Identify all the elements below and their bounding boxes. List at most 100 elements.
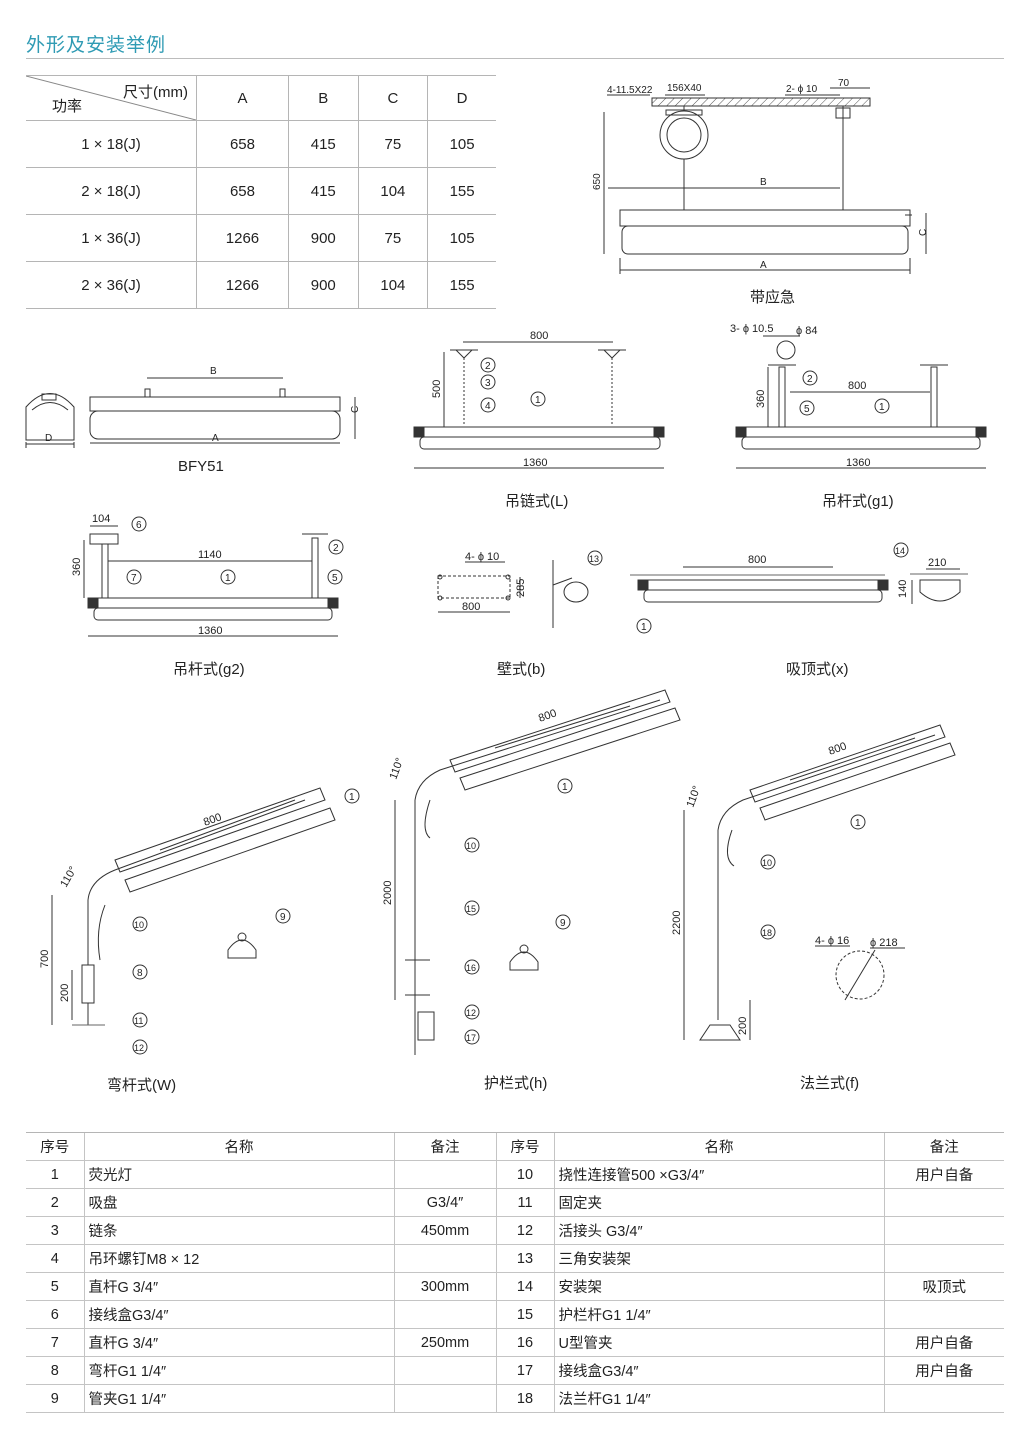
part-name: 直杆G 3/4″ [83,1272,394,1301]
dim-label: ϕ 84 [796,325,817,337]
value-cell: 415 [287,120,359,168]
table-row: 1 × 36(J) 1266 900 75 105 [26,214,496,262]
part-no: 15 [495,1300,554,1329]
dim-label: 3- ϕ 10.5 [730,323,773,335]
dim-label: 140 [897,580,909,598]
part-name: 吸盘 [83,1188,394,1217]
part-no: 6 [26,1300,84,1329]
balloon-17: 17 [466,1033,476,1043]
balloon-1: 1 [225,573,231,584]
rod-g1-drawing: 3- ϕ 10.5 ϕ 84 800 360 1360 2 5 1 [730,323,987,469]
part-note: 用户自备 [883,1356,1004,1385]
balloon-1: 1 [879,402,885,413]
caption-chain: 吊链式(L) [505,493,569,510]
part-note [883,1244,1004,1273]
power-cell: 1 × 18(J) [26,120,197,168]
caption-rod-g1: 吊杆式(g1) [822,493,894,510]
part-note [883,1384,1004,1413]
balloon-18: 18 [762,928,772,938]
table-row: 2 × 18(J) 658 415 104 155 [26,167,496,215]
dim-label: C [350,406,361,413]
dim-label: A [212,433,219,444]
caption-flange: 法兰式(f) [800,1075,860,1092]
power-cell: 1 × 36(J) [26,214,197,262]
value-cell: 415 [287,167,359,215]
balloon-6: 6 [136,520,142,531]
part-no: 10 [495,1160,554,1189]
dim-label: 110° [58,865,79,890]
part-name: 安装架 [553,1272,884,1301]
balloon-13: 13 [589,554,599,564]
balloon-1: 1 [535,395,541,406]
header-power: 功率 [52,98,83,115]
header-no: 序号 [26,1132,84,1161]
part-no: 13 [495,1244,554,1273]
part-note: 吸顶式 [883,1272,1004,1301]
balloon-16: 16 [466,963,476,973]
part-note: 300mm [393,1272,496,1301]
part-no: 2 [26,1188,84,1217]
balloon-10: 10 [762,858,772,868]
balloon-10: 10 [134,920,144,930]
balloon-12: 12 [466,1008,476,1018]
dim-label: 2200 [671,911,683,935]
part-name: 接线盒G3/4″ [553,1356,884,1385]
table-row: 2 × 36(J) 1266 900 104 155 [26,261,496,309]
table-row: 1 × 18(J) 658 415 75 105 [26,120,496,168]
part-name: 链条 [83,1216,394,1245]
balloon-4: 4 [485,401,491,412]
balloon-9: 9 [560,918,566,929]
part-note: 用户自备 [883,1328,1004,1357]
part-note [883,1188,1004,1217]
dim-label: 4- ϕ 10 [465,551,499,563]
value-cell: 155 [427,167,496,215]
part-no: 11 [495,1188,554,1217]
part-no: 9 [26,1384,84,1413]
dim-label: 800 [827,740,848,758]
dim-label: 2- ϕ 10 [786,84,818,95]
caption-wall: 壁式(b) [497,661,546,678]
dim-label: 800 [202,811,223,829]
balloon-1: 1 [562,782,568,793]
dim-label: 360 [71,558,83,576]
emergency-drawing: 4-11.5X22 156X40 2- ϕ 10 70 650 B C A [592,78,929,274]
rod-g2-drawing: 104 360 1140 1360 6 2 5 7 1 [71,513,344,637]
wall-drawing: 4- ϕ 10 285 800 13 [437,550,603,628]
caption-emergency: 带应急 [750,289,796,306]
table-row: 5 直杆G 3/4″ 300mm 14 安装架 吸顶式 [26,1272,1004,1301]
balloon-9: 9 [280,912,286,923]
value-cell: 75 [357,214,428,262]
caption-bfy51: BFY51 [178,458,224,475]
part-no: 8 [26,1356,84,1385]
value-cell: 658 [196,167,289,215]
header-name: 名称 [83,1132,394,1161]
power-cell: 2 × 18(J) [26,167,197,215]
dim-label: 200 [59,984,71,1002]
part-name: 固定夹 [553,1188,884,1217]
diagonal-header-cell: 尺寸(mm) 功率 [26,75,197,121]
dim-label: 650 [592,173,603,190]
dim-label: 4- ϕ 16 [815,935,849,947]
part-name: 挠性连接管500 ×G3/4″ [553,1160,884,1189]
balloon-1: 1 [855,818,861,829]
part-no: 4 [26,1244,84,1273]
part-note [393,1300,496,1329]
header-no: 序号 [495,1132,554,1161]
part-name: 护栏杆G1 1/4″ [553,1300,884,1329]
table-row: 7 直杆G 3/4″ 250mm 16 U型管夹 用户自备 [26,1328,1004,1357]
dim-label: 70 [838,78,850,89]
part-no: 5 [26,1272,84,1301]
part-name: 接线盒G3/4″ [83,1300,394,1329]
value-cell: 104 [357,261,428,309]
dim-label: 800 [530,330,548,342]
part-name: U型管夹 [553,1328,884,1357]
parts-header-row: 序号 名称 备注 序号 名称 备注 [26,1132,1004,1161]
part-note [393,1244,496,1273]
dim-label: B [760,177,767,188]
balloon-7: 7 [131,573,137,584]
dimension-header-row: 尺寸(mm) 功率 A B C D [26,75,496,121]
dimension-table: 尺寸(mm) 功率 A B C D 1 × 18(J) 658 415 75 1… [26,75,496,309]
part-note: 250mm [393,1328,496,1357]
col-header-c: C [357,75,428,121]
part-no: 14 [495,1272,554,1301]
